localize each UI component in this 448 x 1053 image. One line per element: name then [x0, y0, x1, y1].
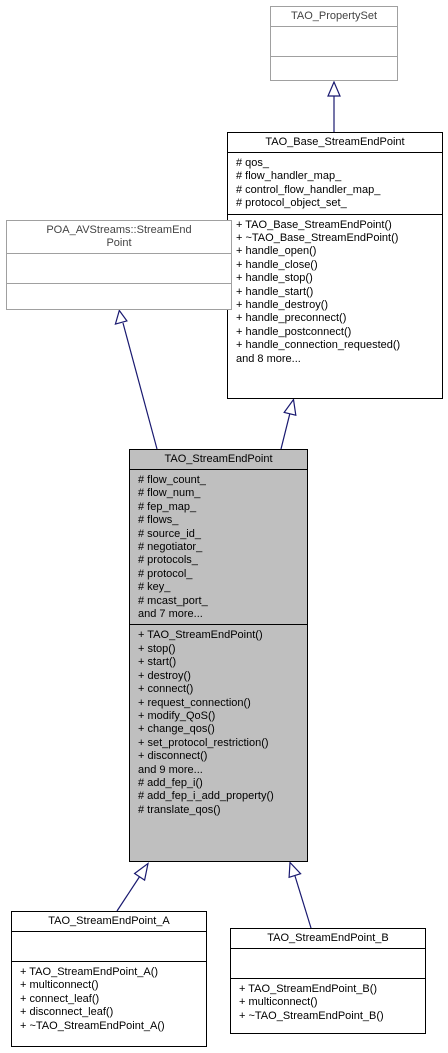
edge-b-to-endpoint-arrowhead [288, 861, 302, 879]
class-tao-streamendpoint[interactable]: TAO_StreamEndPoint # flow_count_# flow_n… [129, 449, 308, 862]
class-member: # fep_map_ [138, 500, 197, 513]
edge-endpoint-to-poa [122, 322, 158, 450]
class-member: # flows_ [138, 514, 179, 527]
class-name: TAO_Base_StreamEndPoint [228, 133, 442, 153]
class-member: + TAO_Base_StreamEndPoint() [236, 218, 392, 231]
methods-section: + TAO_StreamEndPoint()+ stop()+ start()+… [130, 625, 307, 820]
class-member: + TAO_StreamEndPoint_B() [239, 983, 378, 995]
class-member: # qos_ [236, 157, 270, 169]
class-member: + modify_QoS() [138, 709, 216, 722]
edge-endpoint-to-poa-arrowhead [114, 309, 128, 325]
edge-a-to-endpoint [116, 875, 141, 912]
class-member: + handle_stop() [236, 272, 313, 285]
class-member: # flow_count_ [138, 474, 206, 486]
attributes-section [7, 254, 231, 284]
class-member: + stop() [138, 642, 176, 655]
class-name: TAO_StreamEndPoint [130, 450, 307, 470]
class-member: + set_protocol_restriction() [138, 736, 269, 749]
attributes-section: # flow_count_# flow_num_# fep_map_# flow… [130, 470, 307, 626]
class-member: + disconnect() [138, 750, 208, 763]
class-name: POA_AVStreams::StreamEnd Point [7, 221, 231, 254]
class-name: TAO_StreamEndPoint_B [231, 929, 425, 949]
class-member: + handle_start() [236, 285, 314, 298]
class-member: + ~TAO_StreamEndPoint_B() [239, 1009, 384, 1022]
class-member: + TAO_StreamEndPoint() [138, 629, 263, 642]
class-member: + start() [138, 656, 177, 669]
class-tao-base-streamendpoint[interactable]: TAO_Base_StreamEndPoint # qos_# flow_han… [227, 132, 443, 399]
methods-section: + TAO_StreamEndPoint_B()+ multiconnect()… [231, 979, 425, 1026]
class-member: + handle_open() [236, 245, 317, 258]
methods-section [7, 284, 231, 313]
class-tao-streamendpoint-a[interactable]: TAO_StreamEndPoint_A + TAO_StreamEndPoin… [11, 911, 207, 1047]
class-member: # add_fep_i_add_property() [138, 790, 274, 803]
methods-section: + TAO_Base_StreamEndPoint()+ ~TAO_Base_S… [228, 215, 442, 369]
class-member: # protocols_ [138, 554, 198, 567]
class-member: # flow_num_ [138, 487, 201, 500]
class-member: + destroy() [138, 669, 191, 682]
class-member: + handle_connection_requested() [236, 339, 401, 352]
class-member: # negotiator_ [138, 541, 203, 554]
attributes-section: # qos_# flow_handler_map_# control_flow_… [228, 153, 442, 215]
class-member: + ~TAO_StreamEndPoint_A() [20, 1019, 165, 1032]
class-member: + handle_destroy() [236, 299, 329, 312]
class-member: # protocol_ [138, 567, 193, 580]
class-name: TAO_PropertySet [271, 7, 397, 27]
class-member: # translate_qos() [138, 803, 221, 816]
class-member: + handle_close() [236, 258, 318, 271]
class-member: + multiconnect() [20, 979, 99, 992]
class-member: # mcast_port_ [138, 594, 208, 607]
class-member: + disconnect_leaf() [20, 1006, 114, 1019]
edge-endpoint-to-base [280, 412, 291, 450]
class-poa-avstreams-streamendpoint[interactable]: POA_AVStreams::StreamEnd Point [6, 220, 232, 310]
class-tao-propertyset[interactable]: TAO_PropertySet [270, 6, 398, 81]
class-member: + handle_preconnect() [236, 312, 347, 325]
class-member: + handle_postconnect() [236, 325, 352, 338]
class-member: # protocol_object_set_ [236, 197, 347, 210]
more-members-note: and 9 more... [138, 763, 203, 776]
edge-endpoint-to-base-arrowhead [283, 397, 297, 416]
edge-base-to-propertyset-arrowhead [327, 80, 341, 97]
more-members-note: and 8 more... [236, 352, 301, 365]
class-member: # source_id_ [138, 527, 201, 540]
attributes-section [12, 932, 206, 962]
class-member: # add_fep_i() [138, 776, 203, 789]
class-member: # key_ [138, 581, 171, 594]
class-member: # flow_handler_map_ [236, 170, 342, 183]
class-member: + change_qos() [138, 723, 215, 736]
methods-section: + TAO_StreamEndPoint_A()+ multiconnect()… [12, 962, 206, 1036]
attributes-section [271, 27, 397, 57]
attributes-section [231, 949, 425, 979]
class-member: + TAO_StreamEndPoint_A() [20, 966, 159, 978]
class-member: # control_flow_handler_map_ [236, 183, 381, 196]
edge-a-to-endpoint-arrowhead [133, 862, 149, 882]
class-member: + request_connection() [138, 696, 251, 709]
class-member: + multiconnect() [239, 996, 318, 1009]
edge-b-to-endpoint [294, 875, 312, 929]
class-member: + connect() [138, 683, 194, 696]
methods-section [271, 57, 397, 86]
class-name: TAO_StreamEndPoint_A [12, 912, 206, 932]
class-member: + connect_leaf() [20, 992, 100, 1005]
more-members-note: and 7 more... [138, 608, 203, 621]
class-tao-streamendpoint-b[interactable]: TAO_StreamEndPoint_B + TAO_StreamEndPoin… [230, 928, 426, 1034]
class-member: + ~TAO_Base_StreamEndPoint() [236, 232, 399, 245]
